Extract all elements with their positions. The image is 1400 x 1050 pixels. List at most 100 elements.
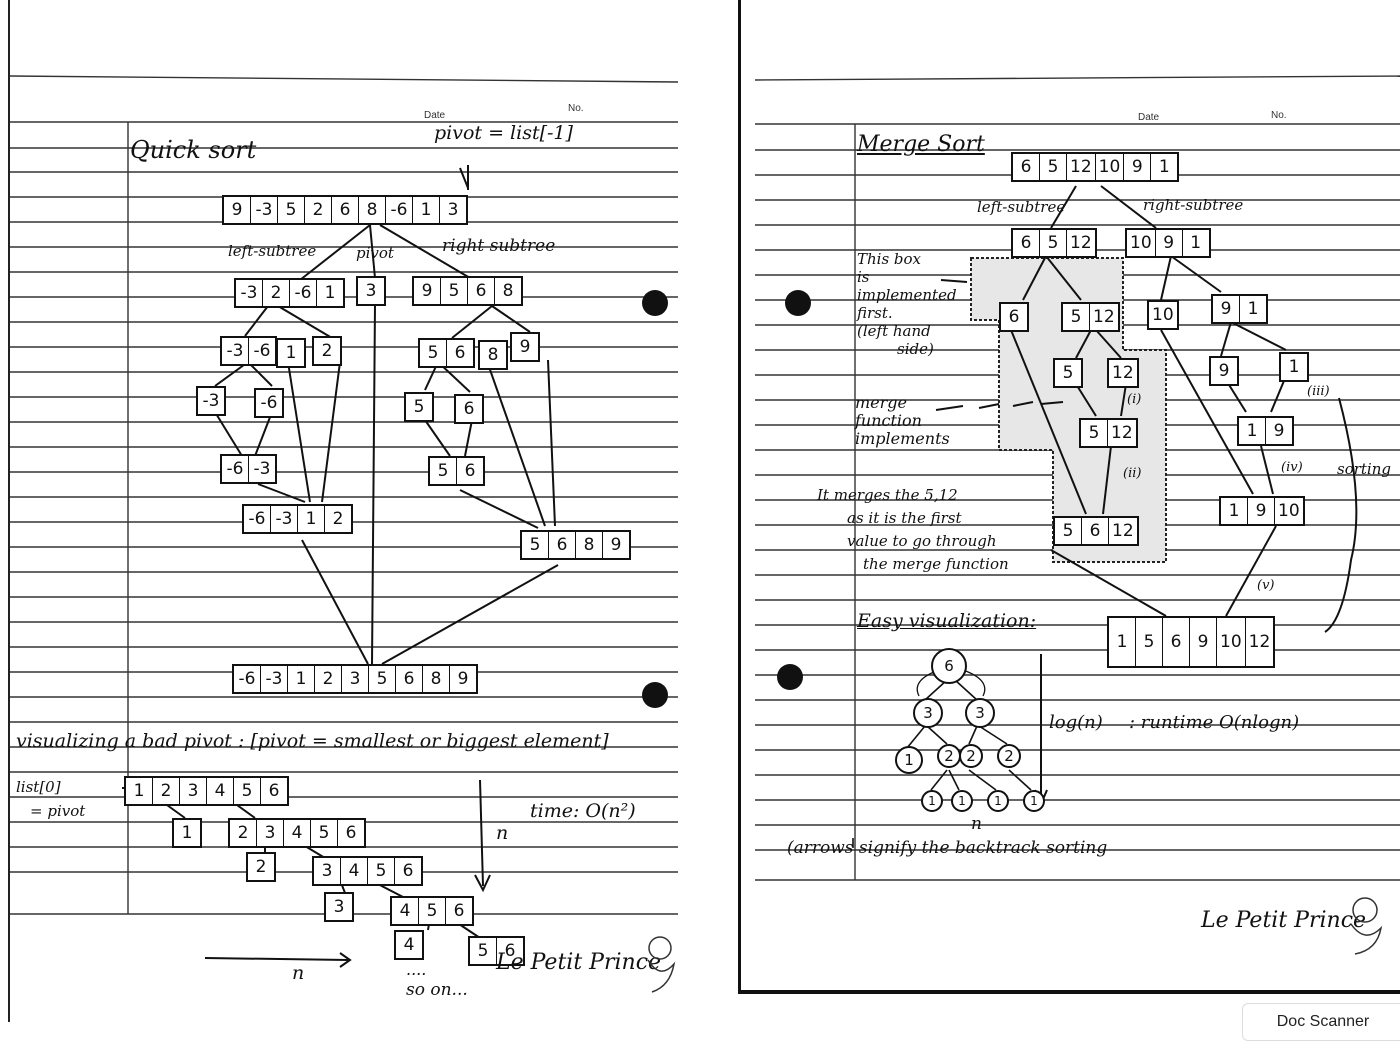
tree-node: 3 <box>913 698 943 728</box>
n-label: n <box>971 814 982 834</box>
array-cell: -3 <box>251 197 278 223</box>
array-cell: 1 <box>285 343 297 363</box>
array-cell: -3 <box>236 280 263 306</box>
array-cell: 5 <box>234 778 261 804</box>
ruled-lines <box>754 75 1400 881</box>
array-cell: 1 <box>1109 618 1136 666</box>
array-cell: -6 <box>222 456 249 482</box>
prince-illustration <box>1350 897 1383 955</box>
array-cell: 2 <box>332 509 344 529</box>
array-cell: 6 <box>1008 307 1020 327</box>
array-cell: 12 <box>1112 521 1134 541</box>
left-notebook-page: Date No. Quick sort pivot = list[-1] 9-3… <box>8 0 682 1022</box>
array-cell: 9 <box>1213 296 1240 322</box>
binder-hole <box>785 290 811 316</box>
array-cell: 3 <box>314 858 341 884</box>
array-cell: 9 <box>1273 421 1285 441</box>
array-cell: 8 <box>359 197 386 223</box>
step-marker: (v) <box>1257 578 1275 593</box>
array-cell: 3 <box>365 281 377 301</box>
array-node: 9 <box>510 332 540 362</box>
array-cell: 3 <box>257 820 284 846</box>
array-cell: 5 <box>420 340 447 366</box>
array-cell: 6 <box>549 532 576 558</box>
log-n-label: log(n) <box>1049 712 1103 733</box>
right-subtree-label: right subtree <box>442 236 556 256</box>
array-cell: 8 <box>576 532 603 558</box>
array-node: 3 <box>324 892 354 922</box>
array-cell: 2 <box>153 778 180 804</box>
array-cell: -3 <box>222 338 249 364</box>
array-cell: 1 <box>1190 233 1202 253</box>
array-cell: 2 <box>255 857 267 877</box>
array-node: 2 <box>246 852 276 882</box>
array-cell: 5 <box>1136 618 1163 666</box>
page-title: Quick sort <box>130 136 257 164</box>
array-cell: 4 <box>341 858 368 884</box>
array-cell: 5 <box>369 666 396 692</box>
array-cell: 12 <box>1248 632 1271 652</box>
sorting-label: sorting <box>1337 460 1391 478</box>
step-marker: (iii) <box>1307 384 1330 399</box>
merge-note: merge function implements <box>855 393 950 448</box>
array-cell: 1 <box>298 506 325 532</box>
it-merges-note: It merges the 5,12 as it is the first va… <box>817 486 1009 573</box>
prince-illustration <box>647 936 676 993</box>
array-node: -3-6 <box>220 336 277 366</box>
array-cell: 12 <box>1111 423 1133 443</box>
array-cell: 12 <box>1067 154 1096 180</box>
array-cell: 5 <box>1081 420 1108 446</box>
array-cell: 1 <box>288 666 315 692</box>
n-vertical-label: n <box>496 822 509 844</box>
arrows-note: (arrows signify the backtrack sorting <box>787 838 1108 858</box>
array-cell: 6 <box>268 781 280 801</box>
array-node: -3 <box>196 386 226 416</box>
array-cell: -6 <box>253 341 271 361</box>
array-cell: 12 <box>1070 233 1092 253</box>
date-label: Date <box>424 110 446 121</box>
step-marker: (i) <box>1127 392 1142 407</box>
array-cell: 9 <box>1156 230 1183 256</box>
date-label: Date <box>1138 112 1160 123</box>
array-cell: 9 <box>1248 498 1275 524</box>
array-node: 10 <box>1147 300 1179 330</box>
page-gap <box>678 0 738 1050</box>
easy-visualization-heading: Easy visualization: <box>857 610 1037 632</box>
array-cell: 1 <box>126 778 153 804</box>
array-cell: 10 <box>1152 305 1174 325</box>
array-cell: 1 <box>1239 418 1266 444</box>
array-node: -6-3 <box>220 454 277 484</box>
array-cell: 1 <box>1288 357 1300 377</box>
runtime-label: : runtime O(nlogn) <box>1129 712 1300 733</box>
array-cell: 9 <box>1190 618 1217 666</box>
array-cell: 6 <box>468 278 495 304</box>
step-marker: (iv) <box>1281 460 1303 475</box>
array-cell: -6 <box>386 197 413 223</box>
array-node: 1 <box>1279 352 1309 382</box>
pivot-note: pivot = list[-1] <box>434 122 573 144</box>
array-cell: 6 <box>453 901 465 921</box>
array-cell: 8 <box>502 281 514 301</box>
brand-logo: Le Petit Prince <box>496 950 662 975</box>
array-cell: 1 <box>181 823 193 843</box>
array-cell: 2 <box>315 666 342 692</box>
array-cell: 1 <box>1158 157 1170 177</box>
doc-scanner-tab[interactable]: Doc Scanner <box>1242 1003 1400 1041</box>
array-cell: 6 <box>332 197 359 223</box>
tree-node: 3 <box>965 698 995 728</box>
